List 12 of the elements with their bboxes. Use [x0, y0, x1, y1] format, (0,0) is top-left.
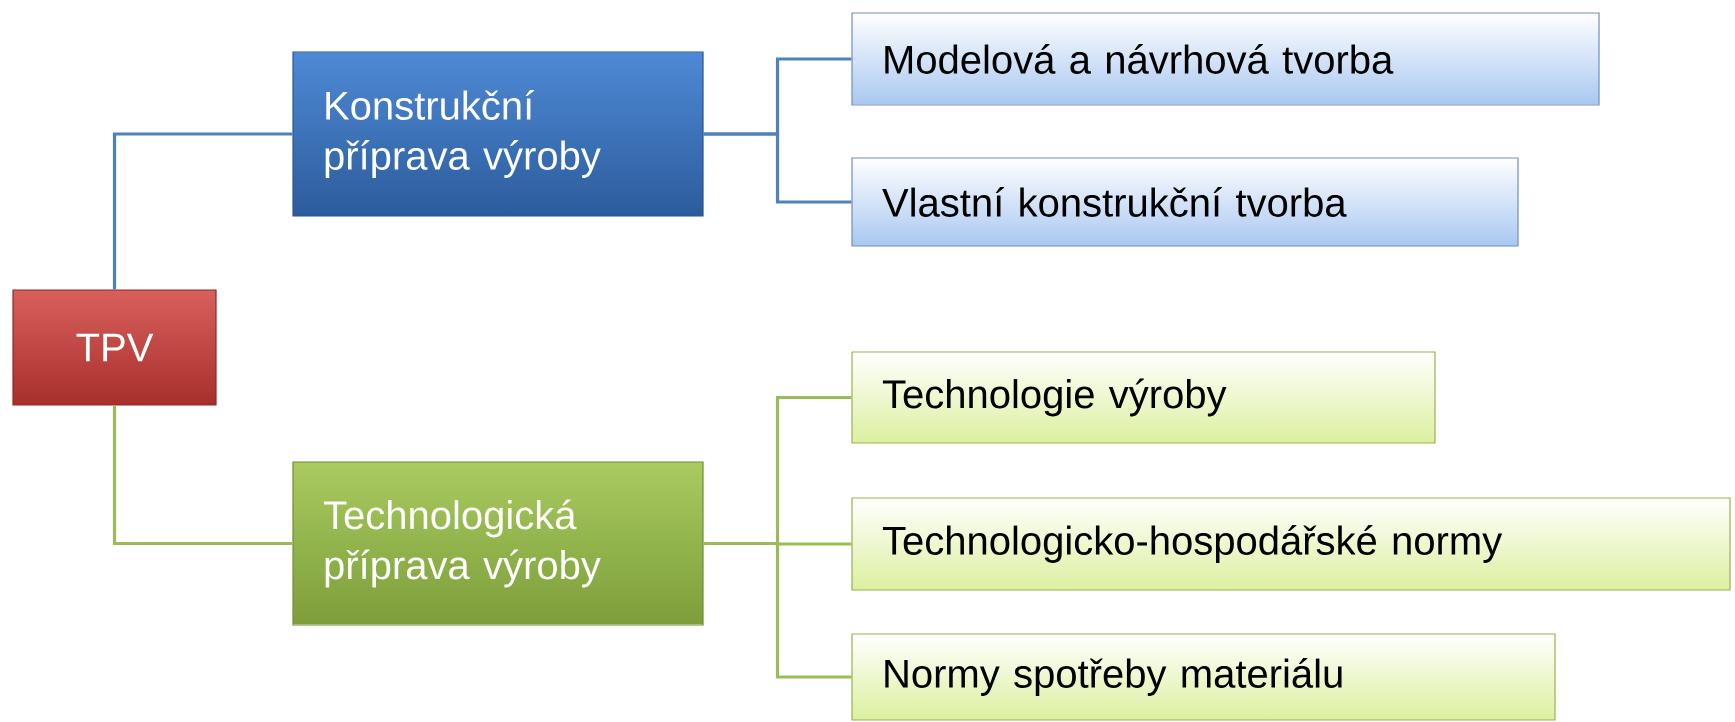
- root-box: TPV: [12, 289, 217, 406]
- category-box: Konstrukční příprava výroby: [292, 51, 704, 217]
- connector-line: [112, 405, 293, 546]
- category-box: Technologická příprava výroby: [292, 461, 704, 626]
- item-box: Modelová a návrhová tvorba: [851, 12, 1600, 106]
- connector-line: [703, 541, 852, 679]
- item-box: Technologicko-hospodářské normy: [851, 497, 1731, 591]
- connector-line: [112, 132, 293, 290]
- item-box: Technologie výroby: [851, 351, 1436, 444]
- item-box: Normy spotřeby materiálu: [851, 633, 1556, 721]
- connector-line: [703, 132, 852, 204]
- item-box: Vlastní konstrukční tvorba: [851, 157, 1519, 247]
